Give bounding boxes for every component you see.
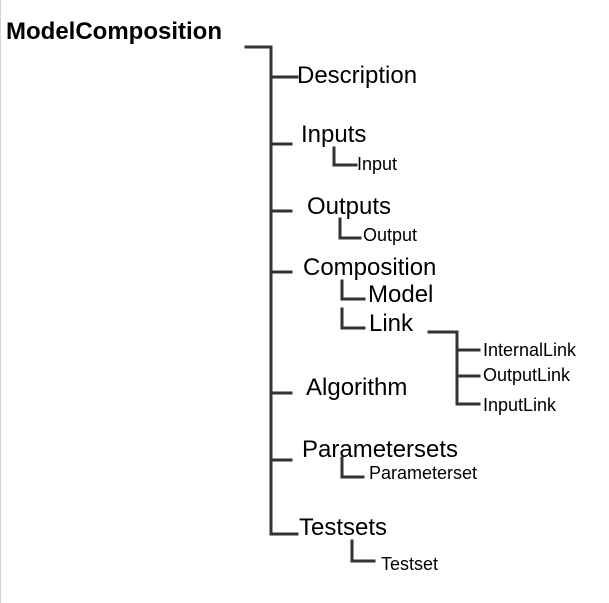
link-node-label: Link bbox=[369, 310, 414, 337]
model-node-label: Model bbox=[368, 281, 434, 308]
input-node-label: Input bbox=[357, 154, 398, 174]
root-node-label: ModelComposition bbox=[6, 18, 222, 45]
composition-node-label: Composition bbox=[303, 254, 437, 281]
outputlink-node-label: OutputLink bbox=[483, 365, 571, 385]
algorithm-node-label: Algorithm bbox=[306, 374, 408, 401]
elbow-output bbox=[338, 217, 362, 240]
testset-node-label: Testset bbox=[381, 554, 439, 574]
inputs-node-label: Inputs bbox=[301, 121, 367, 148]
parametersets-node-label: Parametersets bbox=[302, 436, 459, 463]
root-connector bbox=[244, 45, 299, 536]
elbow-parameterset bbox=[340, 456, 365, 479]
elbow-testset bbox=[350, 539, 376, 563]
testsets-node-label: Testsets bbox=[299, 514, 388, 541]
elbow-input bbox=[332, 146, 358, 167]
elbow-link bbox=[340, 307, 366, 330]
output-node-label: Output bbox=[363, 225, 418, 245]
inputlink-node-label: InputLink bbox=[483, 395, 557, 415]
outputs-node-label: Outputs bbox=[307, 193, 392, 220]
internallink-node-label: InternalLink bbox=[483, 340, 577, 360]
link-connector bbox=[427, 330, 481, 406]
description-node-label: Description bbox=[297, 62, 418, 89]
elbow-model bbox=[340, 279, 366, 301]
parameterset-node-label: Parameterset bbox=[369, 463, 478, 483]
